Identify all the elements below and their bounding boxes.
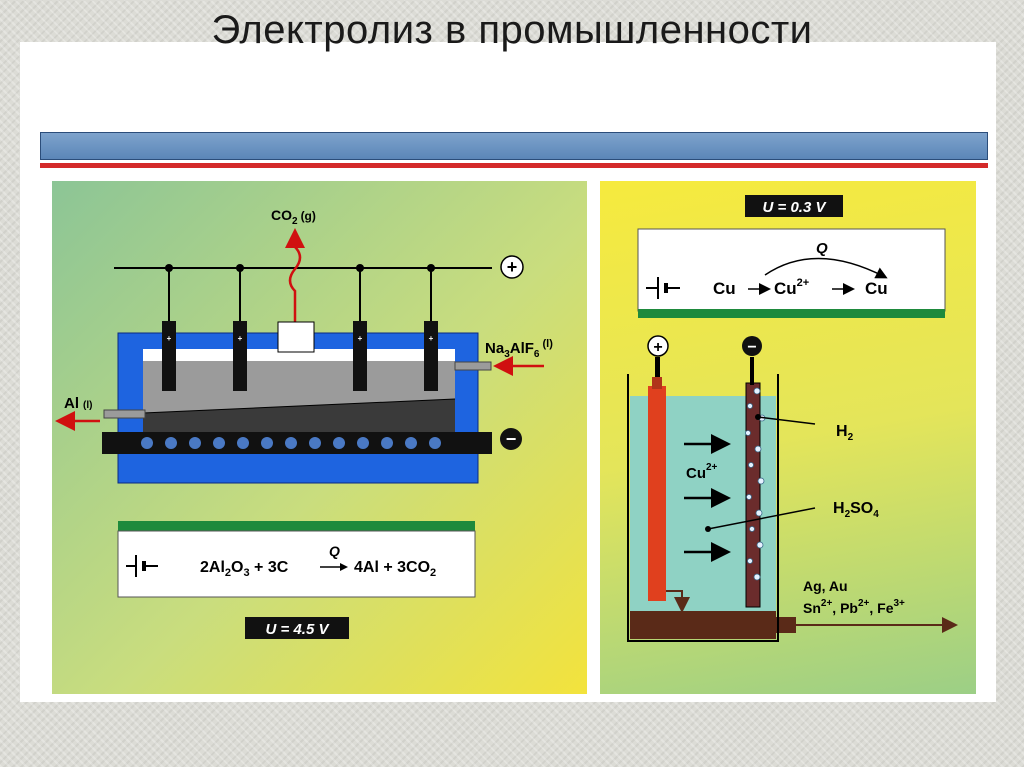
co2-label: CO2(g): [271, 207, 316, 227]
h2-pointer: [757, 416, 816, 425]
aluminium-tap-pipe: [103, 409, 146, 419]
header-red-line: [40, 163, 988, 168]
slide-title: Электролиз в промышленности: [211, 8, 813, 52]
acid-label: H2SO4: [833, 500, 879, 520]
copper-reaction-box-bottom: [638, 309, 945, 318]
dc-source-icon: [126, 555, 158, 577]
header-bar: [40, 132, 988, 160]
cathode-bars: [141, 437, 441, 449]
copper-panel: U = 0.3 V Cu Cu2+ Cu Q + −: [600, 181, 976, 694]
voltage-label: U = 4.5 V: [266, 621, 331, 638]
copper-reaction-q: Q: [816, 240, 828, 257]
copper-voltage-label: U = 0.3 V: [763, 199, 828, 216]
sludge-line1: Ag, Au: [803, 578, 848, 594]
acid-pointer: [707, 507, 816, 530]
copper-reaction-cu-left: Cu: [713, 279, 736, 298]
svg-text:+: +: [167, 334, 172, 343]
hydrogen-bubbles: [745, 387, 766, 581]
positive-terminal: [500, 255, 524, 279]
sludge-line2: Sn2+, Pb2+, Fe3+: [803, 598, 905, 616]
co2-arrow: [285, 228, 305, 345]
carbon-anodes: + + + +: [162, 264, 438, 391]
svg-text:+: +: [238, 334, 243, 343]
copper-reaction-cu-ion: Cu2+: [774, 277, 809, 298]
negative-terminal: [500, 428, 522, 450]
anode-sludge: [630, 611, 796, 639]
voltage-badge: [245, 617, 349, 639]
h2-label: H2: [836, 423, 854, 443]
molten-aluminium: [143, 399, 455, 434]
cathode-terminal: [742, 336, 762, 356]
anode-terminal-label: +: [653, 339, 662, 356]
gas-hood: [277, 321, 315, 353]
negative-terminal-label: −: [506, 429, 517, 449]
svg-text:+: +: [429, 334, 434, 343]
copper-refining-diagram: U = 0.3 V Cu Cu2+ Cu Q + −: [627, 195, 958, 642]
aluminium-panel: + CO2(g) − +: [52, 181, 587, 694]
equation-box-top: [118, 521, 475, 533]
anode-terminal: [647, 335, 669, 357]
copper-reaction-curve: [764, 257, 888, 279]
tank-wall: [627, 374, 779, 642]
copper-dc-source-icon: [646, 277, 680, 299]
copper-reaction-cu-right: Cu: [865, 279, 888, 298]
electrolyte-label: Na3AlF6(l): [485, 338, 553, 360]
crust: [143, 349, 455, 361]
svg-text:+: +: [358, 334, 363, 343]
electrolyte-feed-pipe: [454, 361, 492, 371]
positive-terminal-label: +: [507, 257, 518, 277]
equation-q: Q: [329, 543, 340, 559]
electrolysis-equation: 2Al2O3 + 3C: [200, 559, 289, 579]
aluminium-label: Al(l): [64, 395, 92, 412]
cathode-terminal-label: −: [747, 339, 756, 356]
copper-anode: [648, 386, 666, 601]
copper-ion-label: Cu2+: [686, 462, 718, 482]
molten-electrolyte: [143, 361, 455, 413]
equation-products: 4Al + 3CO2: [354, 559, 436, 579]
equation-box: [117, 530, 476, 598]
aluminium-cell-diagram: + CO2(g) − +: [55, 207, 553, 639]
copper-reaction-box: [637, 228, 946, 312]
ion-arrows: [684, 434, 731, 562]
copper-voltage-badge: [745, 195, 843, 217]
